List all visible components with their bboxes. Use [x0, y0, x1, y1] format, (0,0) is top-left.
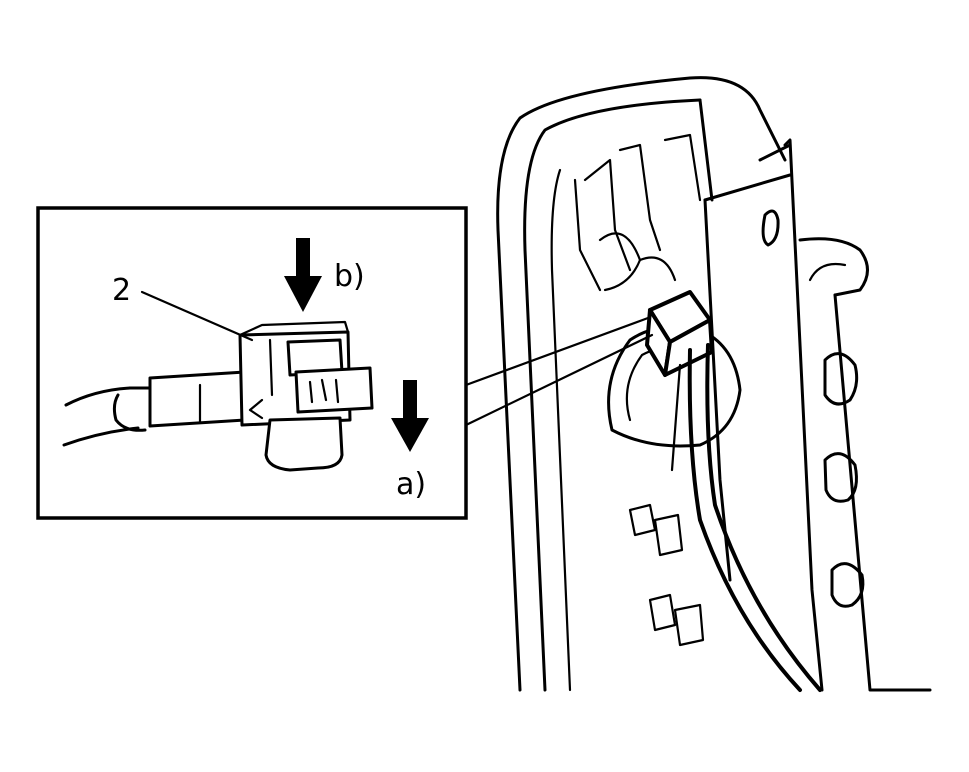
wire-harness	[62, 386, 152, 447]
down-arrow-icon	[391, 380, 429, 452]
seat-frame-assembly	[496, 76, 932, 692]
connector-2	[148, 320, 374, 472]
part-2-leader	[140, 290, 254, 342]
step-b-label: b)	[334, 259, 365, 294]
down-arrow-icon	[284, 238, 322, 312]
step-a-label: a)	[396, 467, 426, 502]
detail-inset: 2 b) a)	[36, 206, 468, 520]
part-number-label: 2	[112, 273, 131, 308]
detail-leader-lines	[464, 316, 654, 427]
